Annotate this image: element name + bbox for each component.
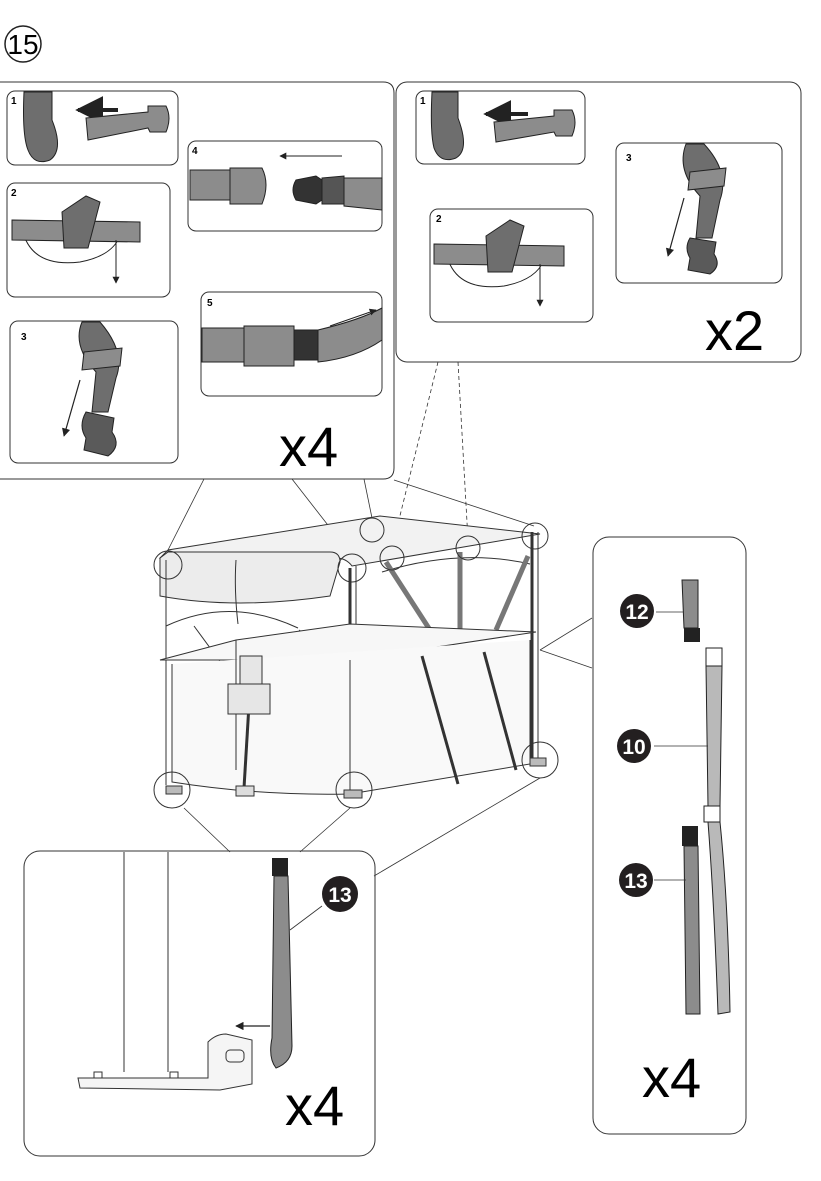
strap-10-icon <box>705 665 723 807</box>
right-instruction-panel: 1 2 3 x2 <box>395 81 802 363</box>
vertical-strap-icon <box>682 143 724 239</box>
substep-label: 1 <box>11 96 17 107</box>
substep-label: 5 <box>207 298 213 309</box>
strap-loop-icon <box>23 91 58 163</box>
part-number: 13 <box>624 870 647 893</box>
foot-detail-panel: 13 x4 <box>23 850 376 1157</box>
buckle-icon <box>686 237 718 275</box>
arrow-icon <box>329 308 377 327</box>
buckle-icon <box>81 411 117 457</box>
buckle-icon <box>682 826 698 846</box>
foot-plate-icon <box>77 1033 253 1091</box>
buckle-icon <box>705 647 723 667</box>
substep-5-left: 5 <box>200 291 383 397</box>
buckle-icon <box>684 628 700 642</box>
substep-label: 3 <box>626 153 632 164</box>
strap-icon <box>201 327 245 363</box>
substep-2-left: 2 <box>6 182 171 298</box>
substep-label: 2 <box>436 214 442 225</box>
substep-label: 4 <box>192 146 198 157</box>
pool-wall <box>171 640 531 795</box>
substep-label: 2 <box>11 188 17 199</box>
strap-loop-icon <box>430 91 464 161</box>
strap-icon <box>189 169 231 201</box>
arrow-icon <box>665 197 685 257</box>
loop-strap-icon <box>81 347 123 371</box>
left-instruction-panel: 1 2 3 4 <box>0 81 395 480</box>
pool-illustration <box>153 515 559 809</box>
arrow-icon <box>62 379 81 437</box>
left-multiplier: x4 <box>279 415 338 478</box>
buckle-icon <box>243 325 295 367</box>
part-badge-10: 10 <box>617 729 651 763</box>
right-multiplier: x2 <box>705 299 764 362</box>
strap-10-lower-icon <box>707 821 731 1015</box>
part-badge-13-foot: 13 <box>322 876 358 912</box>
substep-3-left: 3 <box>9 320 179 464</box>
parts-multiplier: x4 <box>642 1046 701 1109</box>
strap-13-icon <box>683 845 701 1015</box>
parts-panel: 12 10 13 x4 <box>592 536 747 1135</box>
step-number: 15 <box>7 29 38 60</box>
substep-2-right: 2 <box>429 208 594 323</box>
loop-strap-icon <box>61 195 101 249</box>
buckle-lock-icon <box>293 329 319 361</box>
substep-label: 3 <box>21 332 27 343</box>
loop-strap-icon <box>687 167 727 191</box>
substep-1-left: 1 <box>6 90 179 166</box>
substep-label: 1 <box>420 96 426 107</box>
buckle-strap-icon <box>85 105 170 141</box>
female-buckle-icon <box>229 167 267 205</box>
part-badge-13: 13 <box>619 863 653 897</box>
substep-3-right: 3 <box>615 142 783 284</box>
part-badge-12: 12 <box>620 594 654 628</box>
part-number: 10 <box>622 736 645 759</box>
curved-strap-icon <box>21 227 121 264</box>
buckle-icon <box>272 858 288 876</box>
substep-4-left: 4 <box>187 140 383 232</box>
male-buckle-icon <box>292 175 323 205</box>
strap-13-icon <box>270 875 293 1069</box>
part-number: 13 <box>328 884 351 907</box>
buckle-icon <box>703 805 721 823</box>
strap-icon <box>343 177 383 211</box>
part-number: 12 <box>625 601 648 624</box>
loop-strap-icon <box>485 219 525 273</box>
pump-unit <box>227 683 271 715</box>
strap-12-icon <box>681 579 699 629</box>
foot-multiplier: x4 <box>285 1074 344 1137</box>
leader-lines <box>167 361 593 877</box>
strap-icon <box>321 175 345 205</box>
substep-1-right: 1 <box>415 90 586 165</box>
canopy-front <box>159 551 341 604</box>
strap-icon <box>317 307 383 363</box>
curved-strap-icon <box>445 251 545 288</box>
buckle-strap-icon <box>493 109 576 143</box>
step-number-badge: 15 <box>4 25 42 63</box>
